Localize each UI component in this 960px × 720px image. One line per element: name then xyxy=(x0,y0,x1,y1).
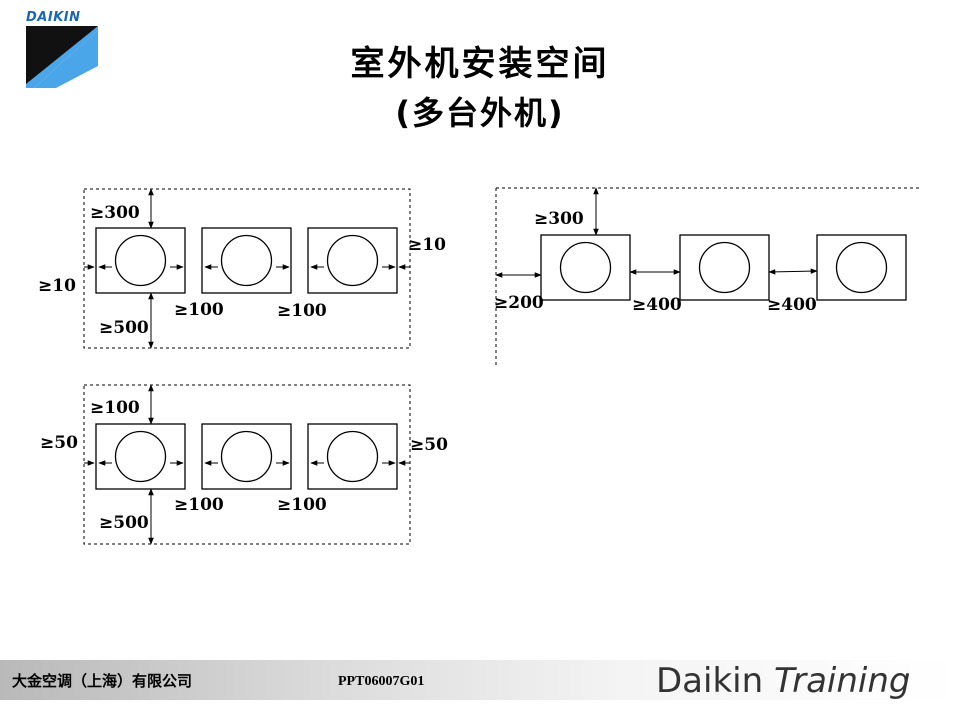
footer-company: 大金空调（上海）有限公司 xyxy=(12,672,193,690)
logo-mark-icon xyxy=(26,26,98,88)
footer-doc-code: PPT06007G01 xyxy=(338,674,425,689)
fan-circle xyxy=(326,430,379,483)
fan-circle xyxy=(114,234,167,287)
page-subtitle: (多台外机) xyxy=(395,94,565,132)
outdoor-unit xyxy=(307,423,398,490)
clearance-gap1-label: ≥100 xyxy=(174,495,224,515)
fan-circle xyxy=(114,430,167,483)
clearance-bottom-label: ≥500 xyxy=(99,318,149,338)
clearance-top-label: ≥300 xyxy=(90,203,140,223)
fan-circle xyxy=(559,241,612,294)
diagram-top-left: ≥300 ≥10 ≥10 ≥100 ≥100 ≥500 xyxy=(38,188,446,349)
clearance-gap1-label: ≥100 xyxy=(174,300,224,320)
arrow-gap2 xyxy=(768,268,818,275)
logo-text: DAIKIN xyxy=(26,10,81,25)
clearance-left-label: ≥10 xyxy=(38,276,76,296)
logo-mark-blue-2 xyxy=(34,30,98,88)
fan-circle xyxy=(220,430,273,483)
diagram-bottom-left: ≥100 ≥50 ≥50 ≥100 ≥100 ≥500 xyxy=(40,384,448,545)
diagram-right: ≥300 ≥200 ≥400 ≥400 xyxy=(494,187,922,368)
clearance-gap2-label: ≥100 xyxy=(277,301,327,321)
clearance-left-label: ≥50 xyxy=(40,433,78,453)
page-title: 室外机安装空间 xyxy=(350,44,610,84)
outdoor-unit xyxy=(95,227,186,294)
outdoor-unit xyxy=(201,423,292,490)
footer-brand-part1: Daikin xyxy=(656,661,764,701)
outdoor-unit xyxy=(816,234,907,301)
fan-circle xyxy=(326,234,379,287)
outdoor-unit xyxy=(679,234,770,301)
clearance-top-label: ≥300 xyxy=(534,209,584,229)
outdoor-unit xyxy=(201,227,292,294)
clearance-top-label: ≥100 xyxy=(90,398,140,418)
clearance-right-label: ≥50 xyxy=(410,435,448,455)
clearance-bottom-label: ≥500 xyxy=(99,513,149,533)
clearance-gap2-label: ≥100 xyxy=(277,495,327,515)
logo-mark-blue xyxy=(26,26,98,88)
outdoor-unit xyxy=(307,227,398,294)
footer-brand: Daikin Training xyxy=(656,661,910,701)
footer-brand-part2: Training xyxy=(773,661,911,701)
daikin-logo: DAIKIN xyxy=(26,10,98,88)
clearance-left-label: ≥200 xyxy=(494,293,544,313)
clearance-right-label: ≥10 xyxy=(408,235,446,255)
fan-circle xyxy=(220,234,273,287)
fan-circle xyxy=(698,241,751,294)
boundary-dashed xyxy=(83,384,411,545)
footer-bar: 大金空调（上海）有限公司 PPT06007G01 Daikin Training xyxy=(0,660,960,701)
fan-circle xyxy=(835,241,888,294)
clearance-gap2-label: ≥400 xyxy=(767,295,817,315)
outdoor-unit xyxy=(540,234,631,301)
outdoor-unit xyxy=(95,423,186,490)
boundary-dashed xyxy=(83,188,411,349)
clearance-gap1-label: ≥400 xyxy=(632,295,682,315)
